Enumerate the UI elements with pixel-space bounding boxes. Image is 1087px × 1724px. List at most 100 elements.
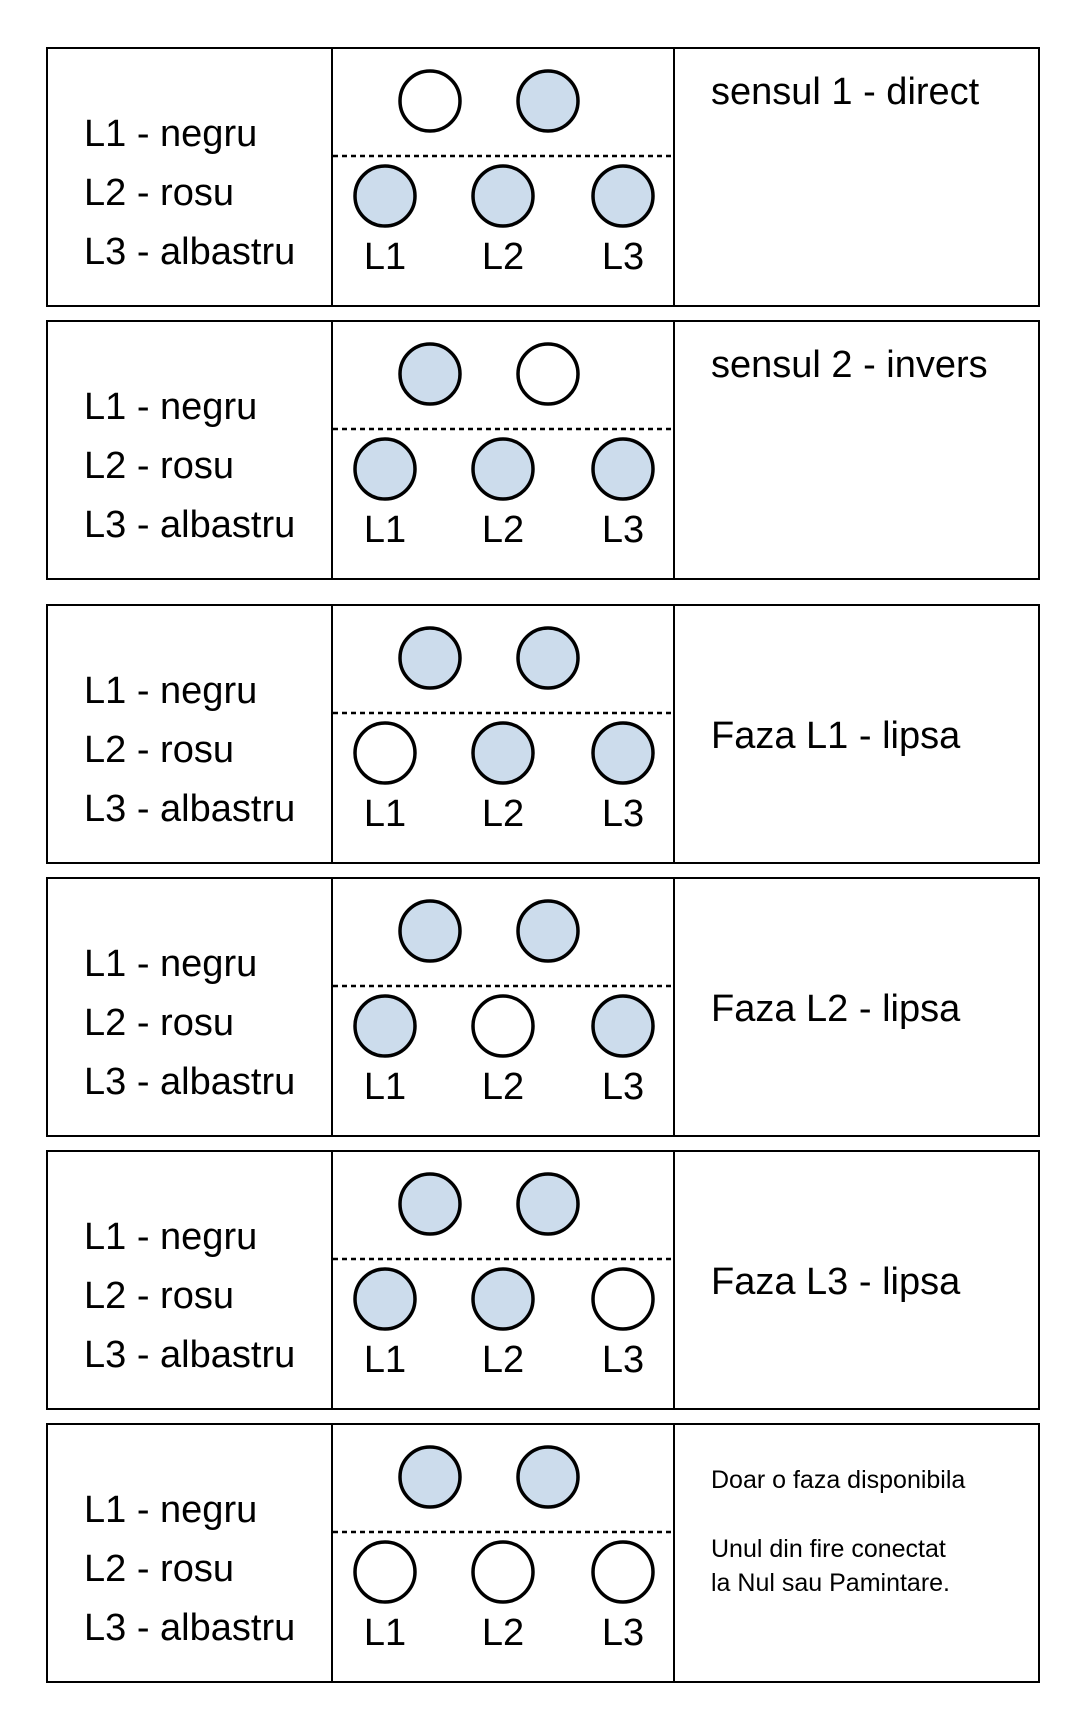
- legend-line-l3: L3 - albastru: [84, 231, 296, 273]
- status-cell: Faza L1 - lipsa: [675, 606, 1038, 862]
- wire-legend: L1 - negru L2 - rosu L3 - albastru: [48, 879, 333, 1135]
- phase-led-l3-off: [591, 1267, 655, 1331]
- legend-line-l1: L1 - negru: [84, 670, 258, 712]
- phase-led-l2-on: [471, 437, 535, 501]
- panel-5: L1 - negru L2 - rosu L3 - albastru L1 L2 L3 Fa…: [46, 1150, 1040, 1410]
- panel-4: L1 - negru L2 - rosu L3 - albastru L1 L2 L3 Fa…: [46, 877, 1040, 1137]
- phase-label-l3: L3: [602, 1612, 644, 1654]
- rotation-led-2-on: [516, 1445, 580, 1509]
- rotation-led-2-on: [516, 69, 580, 133]
- phase-label-l2: L2: [482, 236, 524, 278]
- led-indicator-svg: L1 L2 L3: [333, 342, 673, 551]
- legend-line-l3: L3 - albastru: [84, 788, 296, 830]
- status-cell: sensul 2 - invers: [675, 322, 1038, 578]
- phase-label-l3: L3: [602, 1066, 644, 1108]
- phase-label-l1: L1: [364, 793, 406, 835]
- legend-line-l2: L2 - rosu: [84, 729, 234, 771]
- phase-led-l3-on: [591, 721, 655, 785]
- legend-line-l1: L1 - negru: [84, 1489, 258, 1531]
- legend-line-l3: L3 - albastru: [84, 1334, 296, 1376]
- status-text-line: la Nul sau Pamintare.: [711, 1569, 951, 1597]
- phase-label-l2: L2: [482, 793, 524, 835]
- phase-label-l1: L1: [364, 1066, 406, 1108]
- legend-line-l1: L1 - negru: [84, 943, 258, 985]
- legend-line-l2: L2 - rosu: [84, 172, 234, 214]
- wire-legend: L1 - negru L2 - rosu L3 - albastru: [48, 1152, 333, 1408]
- status-text-line: Doar o faza disponibila: [711, 1466, 966, 1494]
- phase-label-l3: L3: [602, 236, 644, 278]
- rotation-led-1-on: [398, 899, 462, 963]
- legend-line-l3: L3 - albastru: [84, 504, 296, 546]
- phase-led-l3-on: [591, 164, 655, 228]
- led-indicator-svg: L1 L2 L3: [333, 1445, 673, 1654]
- status-text: Faza L3 - lipsa: [711, 1261, 961, 1303]
- phase-led-l1-on: [353, 164, 417, 228]
- led-indicator: L1 L2 L3: [333, 606, 675, 862]
- rotation-led-2-on: [516, 1172, 580, 1236]
- rotation-led-1-on: [398, 626, 462, 690]
- legend-line-l2: L2 - rosu: [84, 445, 234, 487]
- status-cell: Faza L2 - lipsa: [675, 879, 1038, 1135]
- status-cell: sensul 1 - direct: [675, 49, 1038, 305]
- legend-line-l1: L1 - negru: [84, 1216, 258, 1258]
- led-indicator-svg: L1 L2 L3: [333, 626, 673, 835]
- phase-label-l3: L3: [602, 793, 644, 835]
- phase-label-l2: L2: [482, 1612, 524, 1654]
- wire-legend: L1 - negru L2 - rosu L3 - albastru: [48, 49, 333, 305]
- status-text-line: Unul din fire conectat: [711, 1534, 946, 1563]
- legend-line-l2: L2 - rosu: [84, 1002, 234, 1044]
- wire-legend: L1 - negru L2 - rosu L3 - albastru: [48, 606, 333, 862]
- phase-label-l2: L2: [482, 1066, 524, 1108]
- rotation-led-2-on: [516, 899, 580, 963]
- panel-2: L1 - negru L2 - rosu L3 - albastru L1 L2 L3 se…: [46, 320, 1040, 580]
- phase-led-l2-on: [471, 721, 535, 785]
- phase-led-l2-on: [471, 1267, 535, 1331]
- led-indicator: L1 L2 L3: [333, 1425, 675, 1681]
- led-indicator: L1 L2 L3: [333, 1152, 675, 1408]
- legend-line-l1: L1 - negru: [84, 386, 258, 428]
- phase-label-l2: L2: [482, 509, 524, 551]
- phase-led-l1-off: [353, 721, 417, 785]
- phase-label-l3: L3: [602, 509, 644, 551]
- phase-led-l2-off: [471, 994, 535, 1058]
- rotation-led-1-off: [398, 69, 462, 133]
- phase-led-l2-off: [471, 1540, 535, 1604]
- phase-label-l2: L2: [482, 1339, 524, 1381]
- phase-led-l3-off: [591, 1540, 655, 1604]
- phase-led-l2-on: [471, 164, 535, 228]
- status-text: Faza L2 - lipsa: [711, 988, 961, 1030]
- led-indicator: L1 L2 L3: [333, 322, 675, 578]
- phase-led-l3-on: [591, 437, 655, 501]
- phase-led-l1-on: [353, 1267, 417, 1331]
- led-indicator-svg: L1 L2 L3: [333, 899, 673, 1108]
- phase-led-l1-on: [353, 994, 417, 1058]
- rotation-led-1-on: [398, 1172, 462, 1236]
- phase-label-l1: L1: [364, 1339, 406, 1381]
- legend-line-l3: L3 - albastru: [84, 1061, 296, 1103]
- rotation-led-1-on: [398, 342, 462, 406]
- status-cell: Faza L3 - lipsa: [675, 1152, 1038, 1408]
- phase-label-l1: L1: [364, 1612, 406, 1654]
- rotation-led-1-on: [398, 1445, 462, 1509]
- phase-led-l1-off: [353, 1540, 417, 1604]
- rotation-led-2-on: [516, 626, 580, 690]
- legend-line-l1: L1 - negru: [84, 113, 258, 155]
- status-text-line: [711, 1498, 965, 1532]
- phase-label-l1: L1: [364, 509, 406, 551]
- phase-led-l3-on: [591, 994, 655, 1058]
- phase-label-l3: L3: [602, 1339, 644, 1381]
- status-text: Faza L1 - lipsa: [711, 715, 961, 757]
- panel-3: L1 - negru L2 - rosu L3 - albastru L1 L2 L3 Fa…: [46, 604, 1040, 864]
- legend-line-l2: L2 - rosu: [84, 1275, 234, 1317]
- wire-legend: L1 - negru L2 - rosu L3 - albastru: [48, 322, 333, 578]
- rotation-led-2-off: [516, 342, 580, 406]
- status-text: sensul 1 - direct: [711, 71, 980, 113]
- legend-line-l2: L2 - rosu: [84, 1548, 234, 1590]
